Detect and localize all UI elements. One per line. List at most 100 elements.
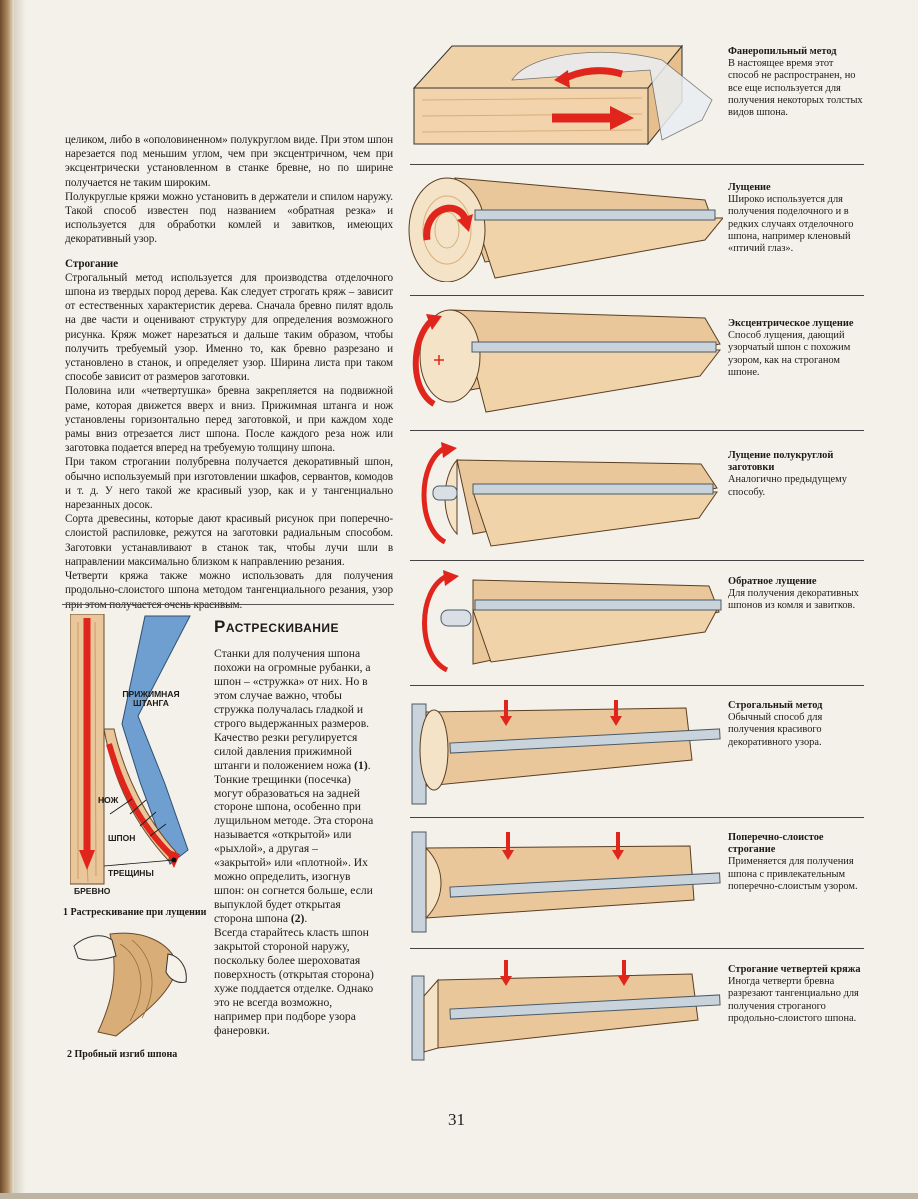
bent-veneer [97,932,179,1037]
pressure-bar [121,615,191,865]
method-text: Способ лущения, дающий узорчатый шпон с … [728,330,851,378]
growth-ring [434,211,460,249]
method-text: Широко используется для получения подело… [728,194,854,255]
red-arrowhead [443,570,459,586]
veneer-sheet [469,349,722,413]
hand-left [73,935,117,961]
log-end [423,978,439,1053]
figure-ref: (2) [290,912,305,926]
label-cracks: ТРЕЩИНЫ [108,868,154,878]
log-end [408,177,486,282]
knife-bar [474,209,716,221]
body-text-column: целиком, либо в «ополовиненном» полукруг… [65,133,393,612]
red-arrow-curved [106,743,173,857]
paragraph: целиком, либо в «ополовиненном» полукруг… [65,134,393,189]
leader-line [103,859,175,867]
paragraph: Половина или «четвертушка» бревна закреп… [65,385,393,455]
divider [410,948,864,949]
knife-bar [474,599,722,611]
knife-bar [449,728,721,754]
red-arrowhead [610,106,634,130]
frame [411,831,427,933]
method-title: Лущение [728,182,771,193]
paragraph: Строгальный метод используется для произ… [65,271,393,384]
red-arrowhead [457,214,473,232]
figure-2-caption: 2 Пробный изгиб шпона [67,1049,178,1060]
illustration-saw-method [412,44,713,146]
rotation-arrow [421,445,447,545]
method-title: Лущение полукруглой заготовки [728,450,834,474]
method-text: Обычный способ для получения красивого д… [728,712,823,748]
section-heading-planing: Строгание [65,257,119,270]
label-veneer: ШПОН [108,833,136,843]
knife-bar [472,483,714,495]
knife-bar [449,994,721,1020]
divider [410,560,864,561]
text-run: . Тонкие трещинки (посечка) могут образо… [214,758,374,926]
growth-ring [422,195,472,265]
method-title: Фанеропильный метод [728,46,837,57]
text-run: Всегда старайтесь класть шпон закрытой с… [214,926,374,1037]
holder [440,609,472,627]
method-text: Применяется для получения шпона с привле… [728,856,858,892]
red-arrowhead [500,716,512,726]
label-knife: НОЖ [98,795,119,805]
section-title-cracking: Растрескивание [214,617,340,636]
illustration-back-cut [422,570,722,673]
method-title: Строгание четвертей кряжа [728,964,861,975]
method-text: Аналогично предыдущему способу. [728,474,847,498]
divider [410,295,864,296]
illustration-flat-slicing [411,700,721,805]
red-arrowhead [500,976,512,986]
red-arrowhead [554,70,570,88]
saw-blade [511,51,713,141]
cracking-text: Станки для получения шпона похожи на огр… [214,647,376,1038]
rotation-arrow [412,317,436,407]
label-log: БРЕВНО [74,886,111,896]
veneer-sheet [472,491,718,547]
holder [432,485,458,501]
paragraph: Сорта древесины, которые дают красивый р… [65,513,393,568]
frame [411,975,425,1061]
figure-ref: (1) [354,758,368,772]
method-caption: Строгальный метод Обычный способ для пол… [728,700,864,749]
illustration-rift-slicing [411,960,721,1061]
paragraph: Четверти кряжа также можно использовать … [65,570,393,611]
method-caption: Поперечно-слоистое строгание Применяется… [728,832,864,893]
red-arrowhead [502,850,514,860]
method-text: В настоящее время этот способ не распрос… [728,58,863,119]
red-arrowhead [164,848,180,868]
method-text: Иногда четверти бревна разрезают тангенц… [728,976,859,1024]
log-end [419,309,481,403]
leader-line [109,798,133,815]
divider [62,604,394,605]
method-text: Для получения декоративных шпонов из ком… [728,588,859,612]
red-arrowhead [618,976,630,986]
log-end [419,709,449,791]
method-caption: Обратное лущение Для получения декоратив… [728,576,864,613]
method-title: Эксцентрическое лущение [728,318,854,329]
illustration-quarter-slicing [411,831,721,933]
rotation-arrow [422,573,449,673]
illustration-half-round-cut [421,442,718,547]
red-arrowhead [426,314,442,330]
page-number: 31 [448,1110,465,1129]
method-caption: Лущение полукруглой заготовки Аналогично… [728,450,864,499]
illustration-rotary-cut [408,177,723,282]
knife-bar [449,872,721,898]
method-caption: Эксцентрическое лущение Способ лущения, … [728,318,864,379]
crack-line [129,799,147,815]
bend-test-illustration [73,932,187,1037]
method-caption: Лущение Широко используется для получени… [728,182,864,255]
rotation-arrow [423,204,469,241]
method-title: Поперечно-слоистое строгание [728,832,824,856]
method-title: Строгальный метод [728,700,823,711]
paragraph: Полукруглые кряжи можно установить в дер… [65,190,393,246]
method-caption: Строгание четвертей кряжа Иногда четверт… [728,964,864,1025]
label-pressure-bar: ПРИЖИМНАЯ ШТАНГА [122,689,180,708]
method-title: Обратное лущение [728,576,817,587]
book-spine-shadow [0,0,14,1199]
page-gutter [14,0,26,1199]
divider [410,164,864,165]
divider [410,685,864,686]
